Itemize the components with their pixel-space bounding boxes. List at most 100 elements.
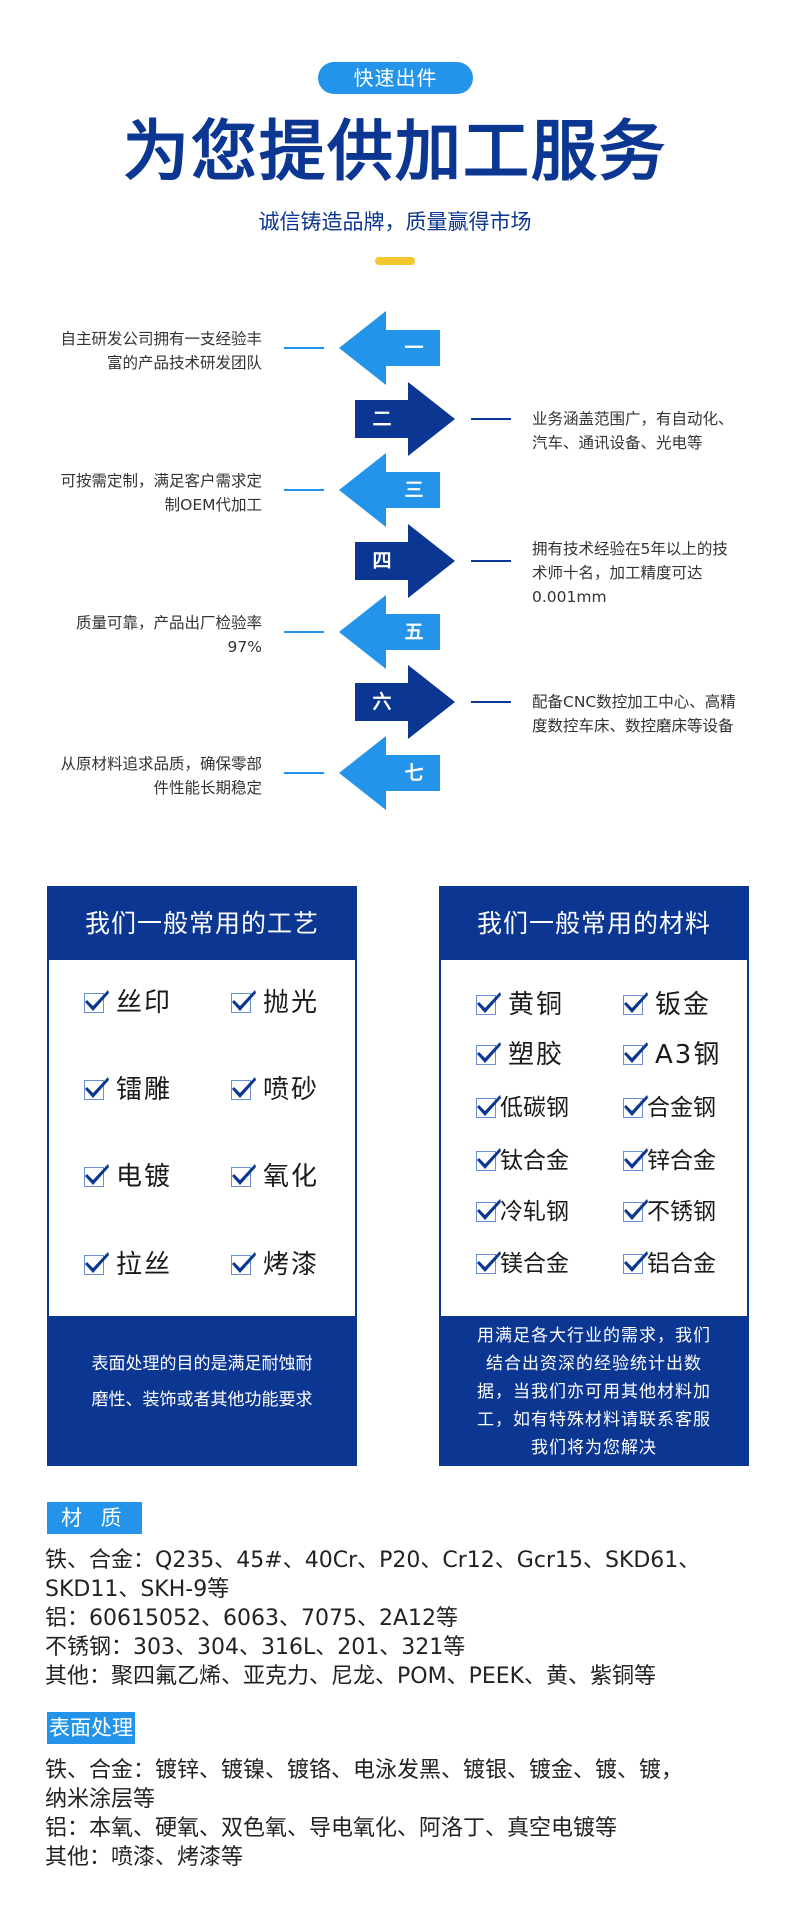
feature-description: 配备CNC数控加工中心、高精度数控车床、数控磨床等设备 <box>532 690 772 738</box>
checklist-item-label: 电镀 <box>116 1162 173 1192</box>
surface-line: 其他：喷漆、烤漆等 <box>45 1845 244 1870</box>
arrow-right-icon: 四 <box>355 524 455 598</box>
checklist-item: 丝印 <box>84 988 172 1018</box>
feature-description: 可按需定制，满足客户需求定制OEM代加工 <box>22 469 262 517</box>
checklist-item: 抛光 <box>231 988 319 1018</box>
footer-line: 磨性、装饰或者其他功能要求 <box>91 1390 313 1410</box>
process-panel: 我们一般常用的工艺 丝印抛光镭雕喷砂电镀氧化拉丝烤漆 表面处理的目的是满足耐蚀耐… <box>47 886 357 1466</box>
connector-line <box>471 701 511 703</box>
feature-description-line: 术师十名，加工精度可达 <box>532 564 703 582</box>
checkbox-checked-icon <box>476 1148 501 1171</box>
checkbox-checked-icon <box>231 1077 256 1100</box>
feature-number: 四 <box>372 550 392 572</box>
feature-number: 五 <box>404 621 424 643</box>
checklist-item-label: 钛合金 <box>500 1148 569 1174</box>
feature-description-line: 质量可靠，产品出厂检验率 <box>75 614 262 632</box>
checklist-item: 不锈钢 <box>623 1197 716 1227</box>
checkbox-checked-icon <box>231 990 256 1013</box>
feature-number: 七 <box>404 762 424 784</box>
checklist-item-label: 低碳钢 <box>500 1095 569 1121</box>
checklist-item: 低碳钢 <box>476 1093 569 1123</box>
checklist-item: 喷砂 <box>231 1075 319 1105</box>
feature-description-line: 度数控车床、数控磨床等设备 <box>532 717 734 735</box>
feature-description-line: 汽车、通讯设备、光电等 <box>532 434 703 452</box>
checklist-item-label: 抛光 <box>263 988 320 1018</box>
checkbox-checked-icon <box>84 1252 109 1275</box>
checklist-item: 冷轧钢 <box>476 1197 569 1227</box>
feature-number: 一 <box>404 337 424 359</box>
checklist-item-label: 不锈钢 <box>647 1199 716 1225</box>
surface-line: 铝：本氧、硬氧、双色氧、导电氧化、阿洛丁、真空电镀等 <box>45 1816 618 1841</box>
feature-number: 三 <box>404 479 424 501</box>
checklist-item: 塑胶 <box>476 1040 564 1070</box>
checkbox-checked-icon <box>84 1077 109 1100</box>
checkbox-checked-icon <box>476 1095 501 1118</box>
checklist-item: 钣金 <box>623 990 711 1020</box>
checkbox-checked-icon <box>623 992 648 1015</box>
checklist-item: 黄铜 <box>476 990 564 1020</box>
checkbox-checked-icon <box>623 1251 648 1274</box>
feature-description-line: 可按需定制，满足客户需求定 <box>60 472 262 490</box>
feature-description: 从原材料追求品质，确保零部件性能长期稳定 <box>22 752 262 800</box>
feature-number: 六 <box>372 691 392 713</box>
checklist-item: A3钢 <box>623 1040 721 1070</box>
material-line: 铁、合金：Q235、45#、40Cr、P20、Cr12、Gcr15、SKD61、 <box>45 1548 701 1573</box>
checkbox-checked-icon <box>84 990 109 1013</box>
checkbox-checked-icon <box>623 1042 648 1065</box>
checklist-item-label: 拉丝 <box>116 1250 173 1280</box>
material-text: 铁、合金：Q235、45#、40Cr、P20、Cr12、Gcr15、SKD61、… <box>45 1546 785 1691</box>
connector-line <box>284 631 324 633</box>
checklist-item-label: 烤漆 <box>263 1250 320 1280</box>
connector-line <box>471 560 511 562</box>
checklist-item-label: 塑胶 <box>508 1040 565 1070</box>
checkbox-checked-icon <box>476 1199 501 1222</box>
checkbox-checked-icon <box>476 1042 501 1065</box>
feature-number: 二 <box>372 408 392 430</box>
footer-line: 用满足各大行业的需求，我们 <box>477 1326 711 1346</box>
material-badge: 材 质 <box>47 1502 142 1534</box>
surface-line: 纳米涂层等 <box>45 1787 156 1812</box>
checklist-item-label: 铝合金 <box>647 1251 716 1277</box>
feature-description-line: 业务涵盖范围广，有自动化、 <box>532 410 734 428</box>
material-line: 铝：60615052、6063、7075、2A12等 <box>45 1606 458 1631</box>
checkbox-checked-icon <box>231 1164 256 1187</box>
checklist-item-label: 锌合金 <box>647 1148 716 1174</box>
process-panel-footer: 表面处理的目的是满足耐蚀耐 磨性、装饰或者其他功能要求 <box>47 1316 357 1466</box>
checkbox-checked-icon <box>623 1095 648 1118</box>
checklist-item-label: 氧化 <box>263 1162 320 1192</box>
feature-description-line: 0.001mm <box>532 588 607 606</box>
feature-description: 质量可靠，产品出厂检验率 97% <box>22 611 262 659</box>
material-line: 不锈钢：303、304、316L、201、321等 <box>45 1635 466 1660</box>
material-line: 其他：聚四氟乙烯、亚克力、尼龙、POM、PEEK、黄、紫铜等 <box>45 1664 657 1689</box>
checklist-item: 烤漆 <box>231 1250 319 1280</box>
checklist-item: 铝合金 <box>623 1249 716 1279</box>
fast-delivery-pill: 快速出件 <box>318 62 473 94</box>
feature-description-line: 自主研发公司拥有一支经验丰 <box>60 330 262 348</box>
feature-description-line: 制OEM代加工 <box>164 496 262 514</box>
footer-line: 我们将为您解决 <box>531 1438 657 1458</box>
footer-line: 工，如有特殊材料请联系客服 <box>477 1410 711 1430</box>
checklist-item-label: 冷轧钢 <box>500 1199 569 1225</box>
connector-line <box>284 489 324 491</box>
page-title: 为您提供加工服务 <box>123 113 667 190</box>
checklist-item-label: 喷砂 <box>263 1075 320 1105</box>
checkbox-checked-icon <box>84 1164 109 1187</box>
checklist-item-label: A3钢 <box>655 1040 722 1070</box>
material-line: SKD11、SKH-9等 <box>45 1577 230 1602</box>
checklist-item: 合金钢 <box>623 1093 716 1123</box>
checklist-item-label: 镭雕 <box>116 1075 173 1105</box>
arrow-left-icon: 三 <box>339 453 441 527</box>
feature-description-line: 97% <box>227 638 262 656</box>
arrow-right-icon: 六 <box>355 665 455 739</box>
checklist-item-label: 黄铜 <box>508 990 565 1020</box>
feature-description-line: 件性能长期稳定 <box>153 779 262 797</box>
arrow-left-icon: 七 <box>339 736 441 810</box>
arrow-right-icon: 二 <box>355 382 455 456</box>
arrow-left-icon: 五 <box>339 595 441 669</box>
checklist-item-label: 丝印 <box>116 988 173 1018</box>
connector-line <box>471 418 511 420</box>
connector-line <box>284 347 324 349</box>
checklist-item-label: 钣金 <box>655 990 712 1020</box>
connector-line <box>284 772 324 774</box>
